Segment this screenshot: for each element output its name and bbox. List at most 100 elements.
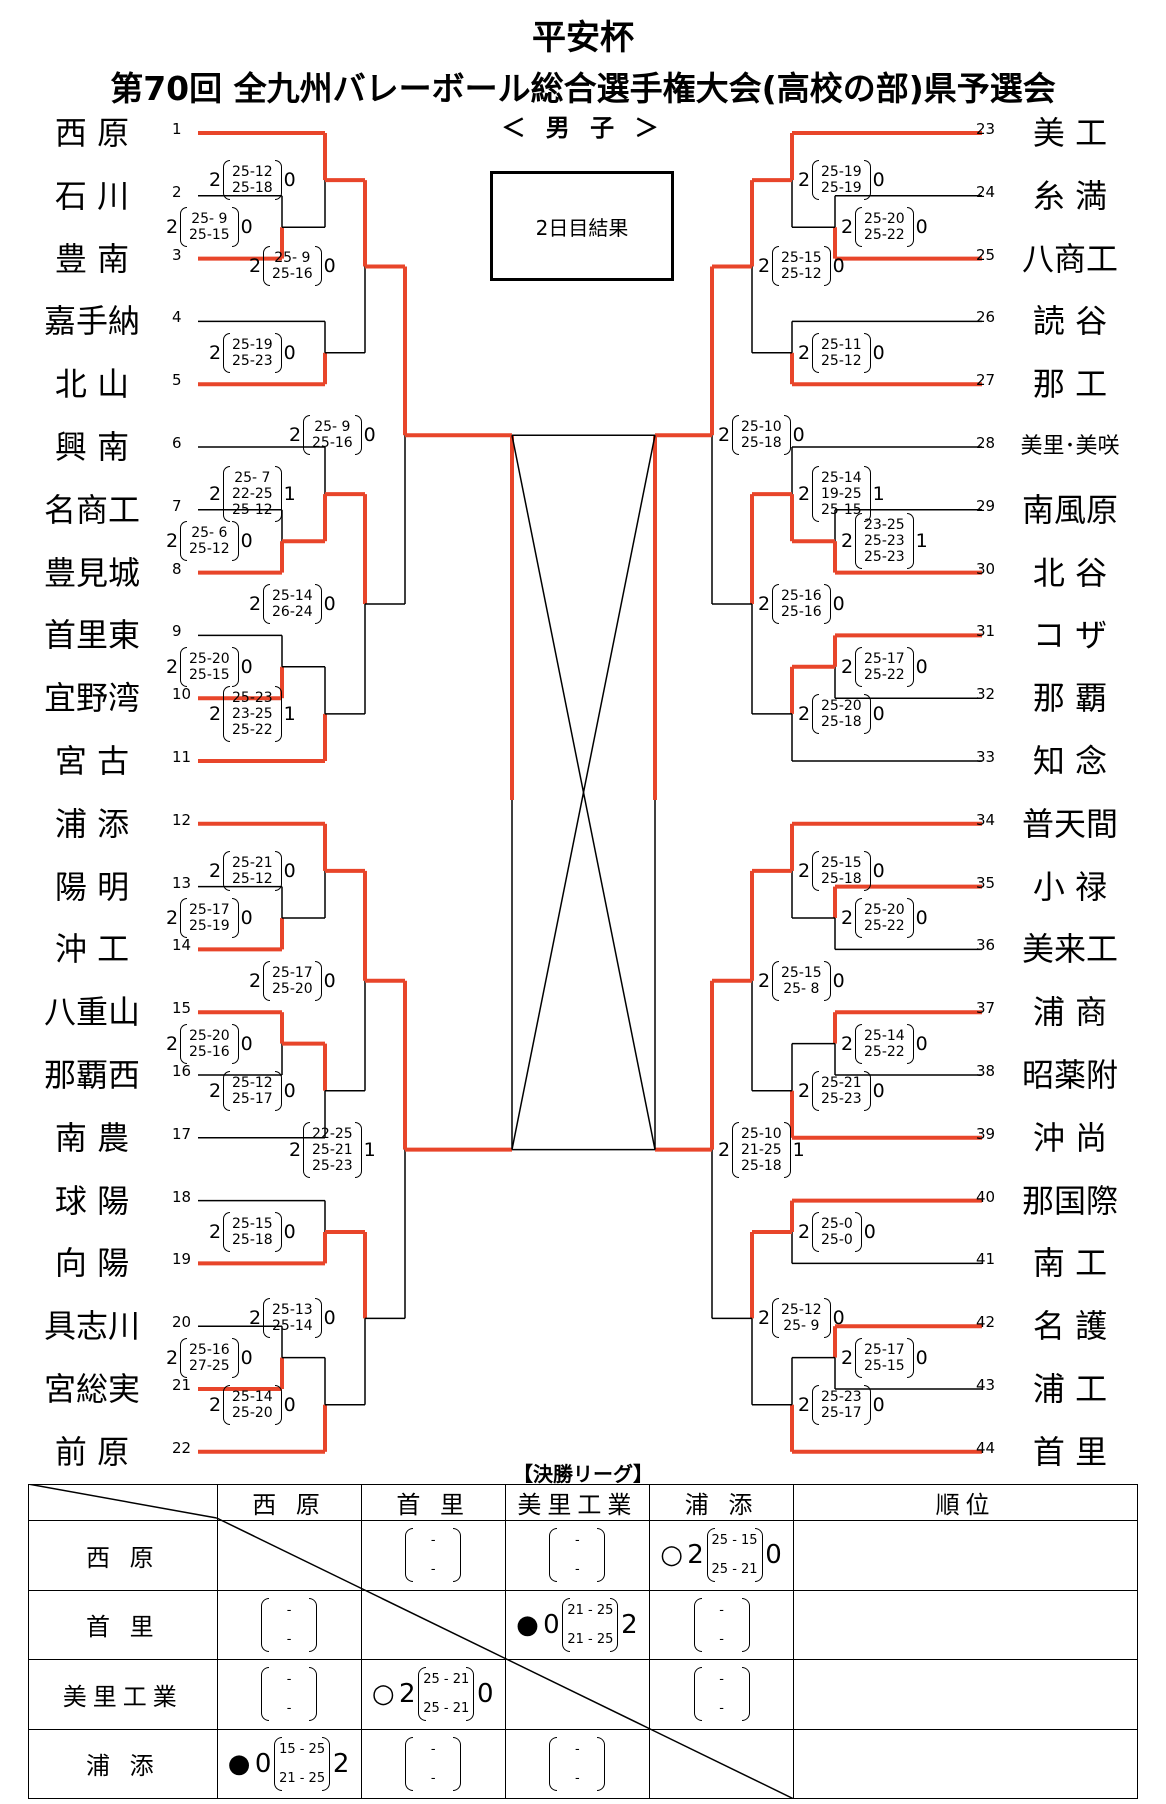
team-name: 小 禄	[1032, 867, 1108, 906]
seed-number: 10	[172, 685, 192, 704]
team-name: 石 川	[54, 176, 130, 215]
set-score: -	[719, 1631, 724, 1647]
league-match: --	[506, 1735, 649, 1793]
set-score: 25-12	[189, 541, 230, 558]
sets-lost: 1	[283, 702, 296, 725]
set-scores: --	[693, 1665, 750, 1723]
team-name: 北 山	[54, 365, 130, 404]
seed-number: 33	[976, 748, 996, 766]
sets-won: 2	[757, 1307, 771, 1330]
set-score: 21-25	[741, 1141, 782, 1158]
set-score: 25-14	[864, 1027, 905, 1044]
league-rank-cell	[793, 1589, 1138, 1660]
set-score: 25- 7	[234, 470, 271, 487]
sets-lost: 0	[915, 655, 928, 678]
league-cell: --	[504, 1728, 650, 1799]
league-match: --	[218, 1596, 361, 1654]
seed-number: 4	[172, 308, 182, 327]
set-scores: --	[261, 1596, 318, 1654]
seed-number: 27	[976, 371, 996, 390]
sets-lost: 1	[283, 483, 296, 506]
seed-number: 36	[976, 936, 996, 955]
sets-lost: 0	[240, 216, 253, 239]
team-name: 西 原	[54, 114, 130, 152]
set-score: -	[286, 1631, 292, 1647]
seed-number: 41	[976, 1250, 996, 1269]
sets-won: 2	[165, 1032, 179, 1055]
set-scores: --	[405, 1735, 462, 1793]
seed-number: 12	[172, 810, 192, 829]
set-score: 25-22	[864, 227, 905, 244]
set-score: -	[430, 1741, 436, 1757]
set-score: 25-12	[781, 1302, 822, 1319]
league-rank-header: 順位	[793, 1484, 1138, 1521]
sets-won: 2	[687, 1540, 704, 1571]
sets-won: 2	[248, 1307, 262, 1330]
set-score: -	[575, 1741, 580, 1757]
set-score: 25-21	[821, 1074, 862, 1091]
bracket-line	[511, 435, 656, 1150]
set-score: 25-12	[232, 870, 273, 887]
team-name: 沖 工	[54, 930, 130, 969]
set-score: 25-19	[821, 164, 862, 181]
set-score: -	[719, 1602, 724, 1618]
seed-number: 31	[976, 622, 996, 641]
sets-won: 2	[840, 216, 854, 239]
league-cell: --	[648, 1589, 795, 1660]
set-score: 25-16	[272, 266, 313, 283]
set-score: 25-18	[821, 713, 862, 730]
set-score: -	[719, 1672, 724, 1688]
sets-won: 2	[757, 969, 771, 992]
sets-won: 2	[208, 859, 222, 882]
team-name: 那覇西	[43, 1056, 140, 1094]
seed-number: 14	[172, 936, 192, 955]
league-match: --	[650, 1596, 793, 1654]
league-col-header: 美里工業	[504, 1484, 650, 1521]
set-score: 25-19	[821, 180, 862, 197]
league-cell: --	[360, 1728, 506, 1799]
set-score: 25- 9	[783, 1318, 820, 1335]
sets-won: 2	[208, 169, 222, 192]
sets-lost: 0	[915, 907, 928, 929]
sets-won: 2	[165, 655, 179, 678]
team-name: 宮 古	[54, 742, 130, 780]
sets-lost: 2	[621, 1609, 638, 1640]
result-mark: ○	[660, 1540, 683, 1571]
sets-won: 2	[248, 593, 262, 615]
team-name: 八商工	[1021, 239, 1118, 278]
league-match: --	[650, 1665, 793, 1723]
sets-lost: 0	[283, 1221, 296, 1243]
result-mark: ●	[227, 1748, 251, 1779]
set-score: -	[286, 1701, 292, 1717]
sets-lost: 0	[765, 1540, 782, 1571]
seed-number: 20	[172, 1313, 192, 1332]
team-name: 八重山	[43, 993, 140, 1032]
sets-lost: 0	[240, 1346, 253, 1369]
seed-number: 40	[976, 1187, 996, 1206]
set-score: 25-17	[821, 1404, 862, 1421]
seed-number: 30	[976, 559, 996, 578]
sets-lost: 0	[283, 1393, 296, 1416]
seed-number: 37	[976, 999, 996, 1018]
team-name: 北 谷	[1032, 553, 1108, 592]
sets-lost: 0	[792, 424, 805, 447]
sets-lost: 0	[240, 530, 253, 553]
